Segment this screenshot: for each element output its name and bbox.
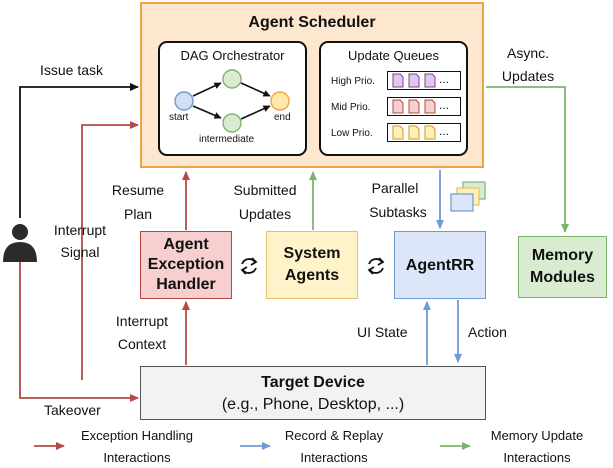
memory-line-2: Modules bbox=[530, 269, 595, 286]
legend-memory-label-1: Memory Update bbox=[490, 428, 584, 443]
submitted-updates-label-2: Updates bbox=[238, 206, 292, 222]
cycle-icon bbox=[240, 257, 258, 275]
async-updates-label-2: Updates bbox=[501, 68, 555, 84]
update-queues: Update Queues High Prio. ... Mid Prio. .… bbox=[319, 41, 468, 156]
memory-modules: Memory Modules bbox=[518, 236, 607, 298]
document-icon bbox=[392, 99, 404, 114]
dag-start-label: start bbox=[169, 112, 189, 123]
agentrr: AgentRR bbox=[394, 231, 486, 299]
legend-memory-label-2: Interactions bbox=[503, 450, 571, 465]
queues-title: Update Queues bbox=[347, 48, 440, 63]
queue-low-label: Low Prio. bbox=[331, 128, 373, 139]
cycle-icon bbox=[367, 257, 385, 275]
interrupt-context-label-2: Context bbox=[117, 336, 167, 352]
agentrr-label: AgentRR bbox=[405, 257, 475, 274]
issue-task-label: Issue task bbox=[40, 62, 104, 78]
parallel-subtasks-label-1: Parallel bbox=[371, 180, 419, 196]
dag-node-top bbox=[222, 69, 242, 89]
interrupt-signal-label-1: Interrupt bbox=[53, 222, 107, 238]
async-updates-arrow bbox=[486, 86, 569, 233]
dag-intermediate-label: intermediate bbox=[199, 134, 255, 145]
scheduler-title: Agent Scheduler bbox=[248, 14, 376, 31]
document-icon bbox=[424, 73, 436, 88]
queue-mid-label: Mid Prio. bbox=[331, 102, 371, 113]
handler-line-3: Handler bbox=[156, 276, 216, 293]
document-icon bbox=[392, 125, 404, 140]
takeover-arrow bbox=[19, 262, 139, 402]
queue-high: ... bbox=[387, 71, 461, 90]
queue-low: ... bbox=[387, 123, 461, 142]
memory-line-1: Memory bbox=[531, 247, 594, 264]
queue-high-ellipsis: ... bbox=[439, 72, 450, 86]
stacked-pages-icon bbox=[450, 181, 486, 212]
action-label: Action bbox=[468, 324, 507, 340]
system-agents: System Agents bbox=[266, 231, 358, 299]
issue-task-arrow bbox=[19, 83, 139, 218]
queue-high-label: High Prio. bbox=[331, 76, 375, 87]
legend-record-label-1: Record & Replay bbox=[284, 428, 384, 443]
dag-node-end bbox=[270, 91, 290, 111]
device-subtitle: (e.g., Phone, Desktop, ...) bbox=[221, 396, 405, 413]
dag-node-start bbox=[174, 91, 194, 111]
queue-mid: ... bbox=[387, 97, 461, 116]
document-icon bbox=[392, 73, 404, 88]
queue-low-ellipsis: ... bbox=[439, 124, 450, 138]
target-device: Target Device (e.g., Phone, Desktop, ...… bbox=[140, 366, 486, 420]
interrupt-signal-arrow bbox=[81, 121, 139, 380]
document-icon bbox=[424, 99, 436, 114]
submitted-updates-label-1: Submitted bbox=[233, 182, 297, 198]
agent-exception-handler: Agent Exception Handler bbox=[140, 231, 232, 299]
legend-exception-label-1: Exception Handling bbox=[80, 428, 194, 443]
dag-orchestrator: DAG Orchestrator start intermediate end bbox=[158, 41, 307, 156]
document-icon bbox=[424, 125, 436, 140]
parallel-subtasks-label-2: Subtasks bbox=[369, 204, 427, 220]
system-agents-line-1: System bbox=[283, 245, 341, 262]
resume-plan-label-1: Resume bbox=[111, 182, 165, 198]
dag-graph bbox=[174, 69, 290, 133]
interrupt-signal-label-2: Signal bbox=[60, 244, 100, 260]
device-title: Target Device bbox=[261, 374, 365, 391]
system-agents-line-2: Agents bbox=[284, 267, 340, 284]
handler-line-2: Exception bbox=[147, 256, 225, 273]
handler-line-1: Agent bbox=[163, 236, 209, 253]
queue-mid-ellipsis: ... bbox=[439, 98, 450, 112]
interrupt-context-label-1: Interrupt bbox=[115, 313, 169, 329]
resume-plan-label-2: Plan bbox=[123, 206, 153, 222]
user-icon bbox=[3, 224, 37, 262]
dag-title: DAG Orchestrator bbox=[180, 48, 285, 63]
takeover-label: Takeover bbox=[44, 402, 101, 418]
legend-exception-label-2: Interactions bbox=[103, 450, 171, 465]
ui-state-label: UI State bbox=[357, 324, 408, 340]
document-icon bbox=[408, 125, 420, 140]
legend-record-label-2: Interactions bbox=[300, 450, 368, 465]
async-updates-label-1: Async. bbox=[506, 45, 549, 61]
dag-end-label: end bbox=[274, 112, 291, 123]
document-icon bbox=[408, 99, 420, 114]
document-icon bbox=[408, 73, 420, 88]
dag-node-intermediate bbox=[222, 113, 242, 133]
